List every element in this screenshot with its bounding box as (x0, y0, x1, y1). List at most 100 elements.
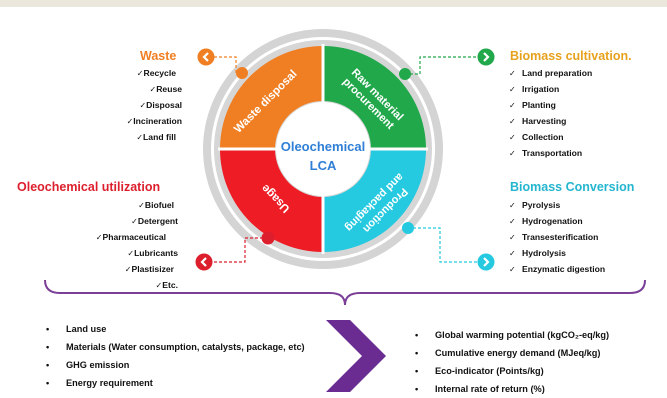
bullet-icon: • (415, 366, 419, 376)
summary-bracket (44, 279, 646, 306)
quadrant-usage (220, 149, 323, 252)
check-icon: ✓ (149, 85, 157, 94)
outputs-item-label: Global warming potential (kgCO₂-eq/kg) (435, 330, 610, 340)
conversion-item: ✓Transesterification (509, 229, 605, 245)
cultivation-item-label: Transportation (522, 148, 583, 158)
utilization-item-label: Plastisizer (131, 264, 174, 274)
cultivation-item: ✓Harvesting (509, 113, 592, 129)
inputs-item: • Land use (44, 320, 305, 338)
quadrant-production (323, 149, 426, 252)
quadrant-raw-material (323, 46, 426, 149)
waste-item-label: Land fill (143, 132, 176, 142)
center-disk (276, 102, 370, 196)
conversion-item-label: Hydrogenation (522, 216, 583, 226)
waste-item-label: Recycle (143, 68, 177, 78)
check-icon: ✓ (126, 117, 134, 126)
cultivation-item: ✓ Transportation (509, 145, 592, 161)
utilization-item: ✓Plastisizer (89, 261, 174, 277)
cultivation-item: ✓ Land preparation (509, 65, 592, 81)
cultivation-list: ✓ Land preparation ✓ Irrigation ✓ Planting ✓Ha… (509, 65, 592, 161)
waste-list: ✓Recycle✓Reuse✓Disposal✓Incineration✓Lan… (120, 65, 182, 145)
utilization-item: ✓Pharmaceutical (89, 229, 166, 245)
check-icon: ✓ (509, 201, 516, 210)
bullet-icon: • (46, 378, 50, 388)
cultivation-item: ✓ Collection (509, 129, 592, 145)
waste-item: ✓Reuse (120, 81, 183, 97)
bullet-icon: • (46, 360, 50, 370)
check-icon: ✓ (509, 233, 516, 242)
outputs-item-label: Cumulative energy demand (MJeq/kg) (435, 348, 601, 358)
utilization-item: ✓Biofuel (89, 197, 174, 213)
connector-waste (214, 56, 237, 73)
inputs-item-label: Land use (66, 324, 107, 334)
utilization-item-label: Lubricants (134, 248, 178, 258)
waste-item-label: Reuse (156, 84, 182, 94)
conversion-item-label: Hydrolysis (522, 248, 566, 258)
bullet-icon: • (415, 330, 419, 340)
utilization-item-label: Pharmaceutical (102, 232, 166, 242)
inputs-item-label: Energy requirement (66, 378, 153, 388)
connector-conversion (408, 227, 478, 263)
center-title-1: Oleochemical (281, 139, 366, 154)
check-icon: ✓ (155, 281, 163, 290)
cultivation-item-label: Planting (522, 100, 556, 110)
waste-title: Waste (140, 49, 177, 63)
bullet-icon: • (415, 384, 419, 394)
utilization-title: Oleochemical utilization (17, 180, 161, 194)
inputs-item: • GHG emission (44, 356, 305, 374)
cultivation-item-label: Collection (522, 132, 564, 142)
check-icon: ✓ (509, 85, 516, 94)
conversion-item-label: Pyrolysis (522, 200, 561, 210)
outputs-item: • Global warming potential (kgCO₂-eq/kg) (413, 326, 609, 344)
check-icon: ✓ (509, 69, 516, 78)
inputs-item-label: GHG emission (66, 360, 130, 370)
check-icon: ✓ (509, 117, 516, 126)
cultivation-item: ✓ Irrigation (509, 81, 592, 97)
check-icon: ✓ (138, 201, 145, 210)
conversion-item: ✓ Hydrogenation (509, 213, 605, 229)
check-icon: ✓ (95, 233, 103, 242)
utilization-item-label: Biofuel (144, 200, 174, 210)
chevron-left-icon-utilization (195, 253, 213, 271)
bullet-icon: • (46, 342, 50, 352)
check-icon: ✓ (124, 265, 132, 274)
utilization-item: ✓Detergent (89, 213, 178, 229)
outputs-list: •Global warming potential (kgCO₂-eq/kg)•… (413, 326, 609, 398)
inputs-item: • Materials (Water consumption, catalysts… (44, 338, 305, 356)
waste-item: ✓Incineration (120, 113, 182, 129)
top-border (0, 0, 667, 7)
waste-item: ✓Land fill (120, 129, 176, 145)
inputs-item-label: Materials (Water consumption, catalysts,… (66, 342, 305, 352)
cultivation-item-label: Land preparation (522, 68, 593, 78)
waste-item: ✓Recycle (120, 65, 176, 81)
waste-item-label: Disposal (146, 100, 182, 110)
conversion-list: ✓ Pyrolysis ✓ Hydrogenation ✓Transesterifica… (509, 197, 605, 277)
conversion-title: Biomass Conversion (510, 180, 635, 194)
connector-utilization (212, 237, 268, 263)
check-icon: ✓ (131, 217, 138, 226)
input-output-arrow (326, 320, 386, 392)
check-icon: ✓ (509, 265, 516, 274)
inputs-item: • Energy requirement (44, 374, 305, 392)
utilization-item-label: Detergent (137, 216, 178, 226)
outputs-item: • Cumulative energy demand (MJeq/kg) (413, 344, 609, 362)
conversion-item: ✓ Pyrolysis (509, 197, 605, 213)
check-icon: ✓ (139, 101, 147, 110)
waste-item: ✓Disposal (120, 97, 182, 113)
check-icon: ✓ (509, 133, 516, 142)
outputs-item-label: Eco-indicator (Points/kg) (435, 366, 544, 376)
check-icon: ✓ (127, 249, 135, 258)
bullet-icon: • (415, 348, 419, 358)
utilization-item: ✓Etc. (89, 277, 178, 293)
conversion-item-label: Enzymatic digestion (522, 264, 606, 274)
check-icon: ✓ (509, 249, 516, 258)
cultivation-title: Biomass cultivation. (510, 49, 632, 63)
conversion-item: ✓ Enzymatic digestion (509, 261, 605, 277)
check-icon: ✓ (136, 69, 144, 78)
outputs-item: • Eco-indicator (Points/kg) (413, 362, 609, 380)
check-icon: ✓ (509, 217, 516, 226)
check-icon: ✓ (509, 149, 516, 158)
cultivation-item-label: Irrigation (522, 84, 560, 94)
bullet-icon: • (46, 324, 50, 334)
